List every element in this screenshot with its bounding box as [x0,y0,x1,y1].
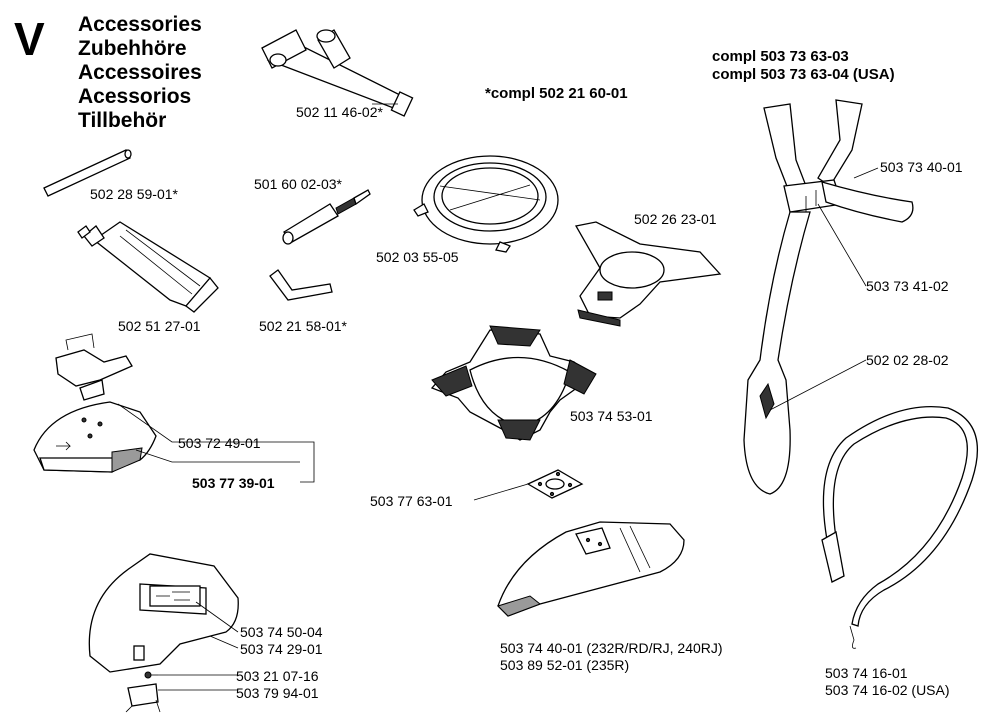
part-number-support-cup: 502 26 23-01 [634,211,717,227]
part-number-strap-1: 503 74 16-01 [825,665,908,681]
rod-icon [43,149,132,197]
part-number-screwdriver: 501 60 02-03* [254,176,342,192]
part-number-buckle: 503 73 40-01 [880,159,963,175]
title-pt: Acessorios [78,85,192,108]
title-fr: Accessoires [78,61,202,84]
guard-icon [33,401,157,473]
part-number-long-guard-1: 503 74 40-01 (232R/RD/RJ, 240RJ) [500,640,723,656]
part-number-guard-large: 503 74 50-04 [240,624,323,640]
part-number-long-guard-2: 503 89 52-01 (235R) [500,657,630,673]
part-number-spanner: 502 11 46-02* [296,104,383,120]
part-number-bracket: 503 72 49-01 [178,435,261,451]
part-number-strap-2: 503 74 16-02 (USA) [825,682,950,698]
harness-kit-label-2: compl 503 73 63-04 (USA) [712,66,895,83]
part-number-grease: 502 51 27-01 [118,318,201,334]
part-number-clip: 503 79 94-01 [236,685,319,701]
bracket-icon [55,333,133,401]
harness-icon [743,99,914,495]
title-sv: Tillbehör [78,109,167,132]
leader-lines [117,103,879,691]
title-en: Accessories [78,13,202,36]
trimmer-ring-icon [413,155,559,253]
part-number-screw: 503 21 07-16 [236,668,319,684]
harness-kit-label-1: compl 503 73 63-03 [712,48,849,65]
grease-tube-icon [77,221,219,313]
part-number-hexkey: 502 21 58-01* [259,318,347,334]
combination-spanner-icon [261,29,414,117]
clip-icon [125,683,161,713]
section-letter: V [14,13,45,65]
support-cup-icon [574,221,722,327]
hex-key-icon [269,269,333,301]
screw-icon [144,671,158,679]
trimmer-kit-label: *compl 502 21 60-01 [485,85,628,102]
screwdriver-icon [282,189,371,245]
long-guard-icon [497,521,685,617]
part-number-ring: 502 03 55-05 [376,249,459,265]
shoulder-strap-icon [821,405,979,649]
part-number-hip-pad: 502 02 28-02 [866,352,949,368]
part-number-blade-guard: 503 74 53-01 [570,408,653,424]
part-number-label: 503 74 29-01 [240,641,323,657]
large-guard-icon [88,553,239,673]
part-number-plate: 503 77 63-01 [370,493,453,509]
part-number-strap-pad: 503 73 41-02 [866,278,949,294]
part-number-guard-kit: 503 77 39-01 [192,475,275,491]
part-number-rod: 502 28 59-01* [90,186,178,202]
title-de: Zubehhöre [78,37,187,60]
plate-icon [526,469,584,499]
blade-guard-icon [430,325,597,441]
